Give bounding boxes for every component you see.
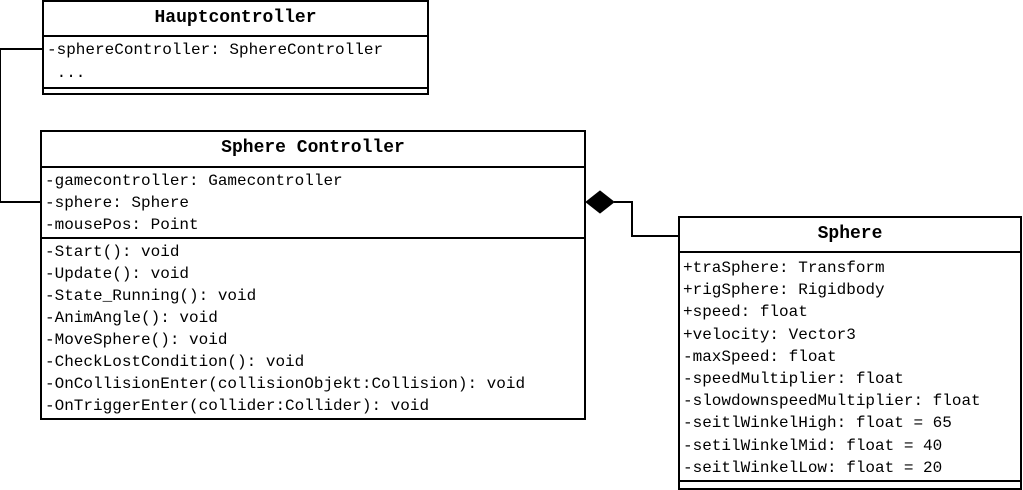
class-title: Hauptcontroller (44, 2, 427, 37)
attribute: -gamecontroller: Gamecontroller (45, 172, 343, 190)
attribute: ... (47, 64, 86, 82)
attribute: -maxSpeed: float (683, 347, 837, 366)
attribute: -setilWinkelMid: float = 40 (683, 436, 943, 455)
attribute: +velocity: Vector3 (683, 325, 856, 344)
method: -OnTriggerEnter(collider:Collider): void (45, 397, 430, 415)
class-hauptcontroller: Hauptcontroller -sphereController: Spher… (42, 0, 429, 95)
class-sphere-controller: Sphere Controller -gamecontroller: Gamec… (40, 130, 586, 420)
method: -MoveSphere(): void (45, 331, 228, 349)
method: -AnimAngle(): void (45, 309, 218, 327)
attribute: -mousePos: Point (45, 216, 199, 234)
attribute: -sphereController: SphereController (47, 41, 384, 59)
attribute: +speed: float (683, 303, 808, 322)
class-title: Sphere Controller (42, 132, 584, 168)
attribute: -sphere: Sphere (45, 194, 190, 212)
class-title: Sphere (680, 218, 1020, 253)
method: -OnCollisionEnter(collisionObjekt:Collis… (45, 375, 526, 393)
method: -Start(): void (45, 243, 180, 261)
class-sphere: Sphere +traSphere: Transform +rigSphere:… (678, 216, 1022, 490)
attributes-section: -sphereController: SphereController ... (44, 37, 427, 89)
attribute: +traSphere: Transform (683, 259, 885, 277)
attribute: -slowdownspeedMultiplier: float (683, 392, 981, 411)
attribute: -seitlWinkelHigh: float = 65 (683, 414, 952, 433)
composition-line (614, 201, 678, 237)
method: -State_Running(): void (45, 287, 257, 305)
method: -Update(): void (45, 265, 190, 283)
association-line (0, 48, 42, 203)
attribute: -speedMultiplier: float (683, 370, 904, 389)
composition-diamond-icon (585, 190, 615, 214)
attribute: -seitlWinkelLow: float = 20 (683, 458, 943, 477)
methods-section: -Start(): void -Update(): void -State_Ru… (42, 239, 584, 417)
attributes-section: -gamecontroller: Gamecontroller -sphere:… (42, 168, 584, 239)
attributes-section: +traSphere: Transform +rigSphere: Rigidb… (680, 253, 1020, 482)
method: -CheckLostCondition(): void (45, 353, 305, 371)
attribute: +rigSphere: Rigidbody (683, 281, 885, 300)
